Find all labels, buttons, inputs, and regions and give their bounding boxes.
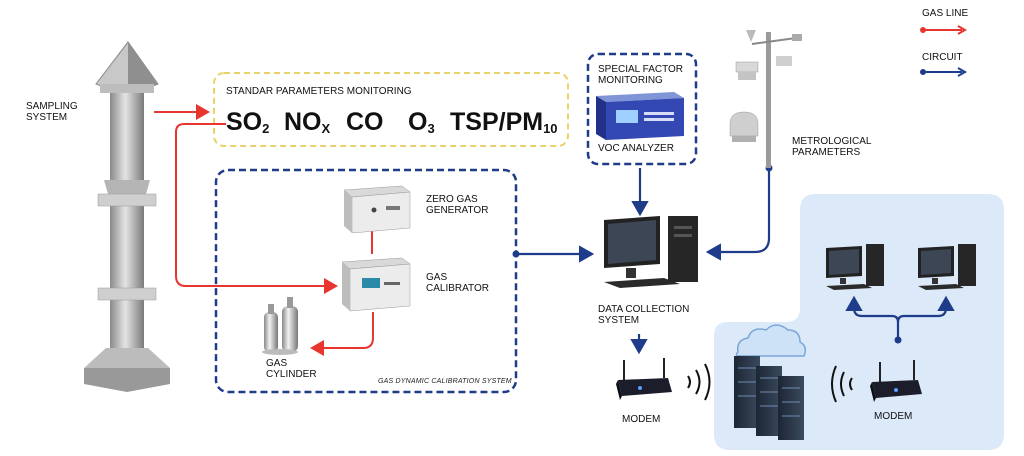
legend-gas-line-label: GAS LINE xyxy=(922,8,969,19)
calibrator-line-1: GAS xyxy=(426,272,448,283)
legend xyxy=(920,25,968,77)
param-co: CO xyxy=(346,108,384,137)
param-tsp-pm10: TSP/PM10 xyxy=(450,108,558,137)
meteo-line-2: PARAMETERS xyxy=(792,147,861,158)
circuit-branch-right xyxy=(896,295,955,323)
param-nox-main: NO xyxy=(284,108,322,136)
modem-left-label: MODEM xyxy=(622,414,661,425)
data-collection-line-1: DATA COLLECTION xyxy=(598,304,690,315)
sampling-tower xyxy=(84,41,170,392)
data-collection-computer xyxy=(604,216,698,288)
sampling-line-2: SYSTEM xyxy=(26,112,68,123)
param-co-main: CO xyxy=(346,108,384,136)
special-line-2: MONITORING xyxy=(598,75,663,86)
zero-gas-label: ZERO GAS GENERATOR xyxy=(426,194,488,216)
meteo-line-1: METROLOGICAL xyxy=(792,136,872,147)
circuit-legend-arrow xyxy=(957,67,968,77)
network-pc-left xyxy=(826,244,884,290)
gas-lines xyxy=(154,104,374,356)
gas-line-to-cylinder xyxy=(310,312,374,356)
param-so2: SO2 xyxy=(226,108,269,137)
circuit-lines xyxy=(516,168,955,355)
param-o3-main: O xyxy=(408,108,428,136)
gas-line-to-calibrator xyxy=(175,123,338,294)
circuit-dot-network xyxy=(894,336,902,344)
zero-gas-line-1: ZERO GAS xyxy=(426,194,478,205)
param-so2-sub: 2 xyxy=(262,121,270,136)
calibration-system-label: GAS DYNAMIC CALIBRATION SYSTEM xyxy=(378,378,512,385)
wireless-waves-right xyxy=(831,365,853,403)
network-pc-right xyxy=(918,244,976,290)
param-nox: NOX xyxy=(284,108,330,137)
special-factor-label: SPECIAL FACTOR MONITORING xyxy=(598,64,683,86)
voc-analyzer xyxy=(596,92,684,140)
voc-analyzer-label: VOC ANALYZER xyxy=(598,143,674,154)
data-collection-line-2: SYSTEM xyxy=(598,315,640,326)
zero-gas-generator xyxy=(343,185,411,234)
gas-line-legend-dot xyxy=(920,27,926,33)
param-o3-sub: 3 xyxy=(427,121,435,136)
server-cluster xyxy=(734,324,807,440)
sampling-line-1: SAMPLING xyxy=(26,101,78,112)
circuit-legend-dot xyxy=(920,69,926,75)
modem-left-device xyxy=(616,358,672,400)
param-o3: O3 xyxy=(408,108,435,137)
standard-params-box xyxy=(213,72,569,147)
gas-calibrator-device xyxy=(341,257,411,312)
data-collection-label: DATA COLLECTION SYSTEM xyxy=(598,304,689,326)
param-tsp-main: TSP/PM xyxy=(450,108,544,136)
modem-right-device xyxy=(870,360,922,402)
param-so2-main: SO xyxy=(226,108,263,136)
standard-params-title: STANDAR PARAMETERS MONITORING xyxy=(226,86,412,97)
calibrator-line-2: CALIBRATOR xyxy=(426,283,489,294)
param-tsp-sub: 10 xyxy=(543,121,558,136)
weather-station xyxy=(729,30,802,168)
param-nox-sub: X xyxy=(321,121,331,136)
calibrator-label: GAS CALIBRATOR xyxy=(426,272,489,294)
cylinder-line-2: CYLINDER xyxy=(266,369,317,380)
gas-line-legend-arrow xyxy=(957,25,968,35)
zero-gas-line-2: GENERATOR xyxy=(426,205,489,216)
wireless-waves-left xyxy=(687,363,711,401)
circuit-meteo-to-data xyxy=(705,168,771,261)
special-factor-box xyxy=(586,52,698,166)
cylinder-line-1: GAS xyxy=(266,358,288,369)
sampling-system-label: SAMPLING SYSTEM xyxy=(26,101,78,123)
meteo-label: METROLOGICAL PARAMETERS xyxy=(792,136,871,158)
circuit-dot-calibration xyxy=(512,250,520,258)
special-line-1: SPECIAL FACTOR xyxy=(598,64,684,75)
modem-right-label: MODEM xyxy=(874,411,913,422)
legend-circuit-label: CIRCUIT xyxy=(922,52,963,63)
cylinder-label: GAS CYLINDER xyxy=(266,358,317,380)
gas-cylinders xyxy=(262,297,298,355)
calibration-system-box xyxy=(214,168,518,394)
